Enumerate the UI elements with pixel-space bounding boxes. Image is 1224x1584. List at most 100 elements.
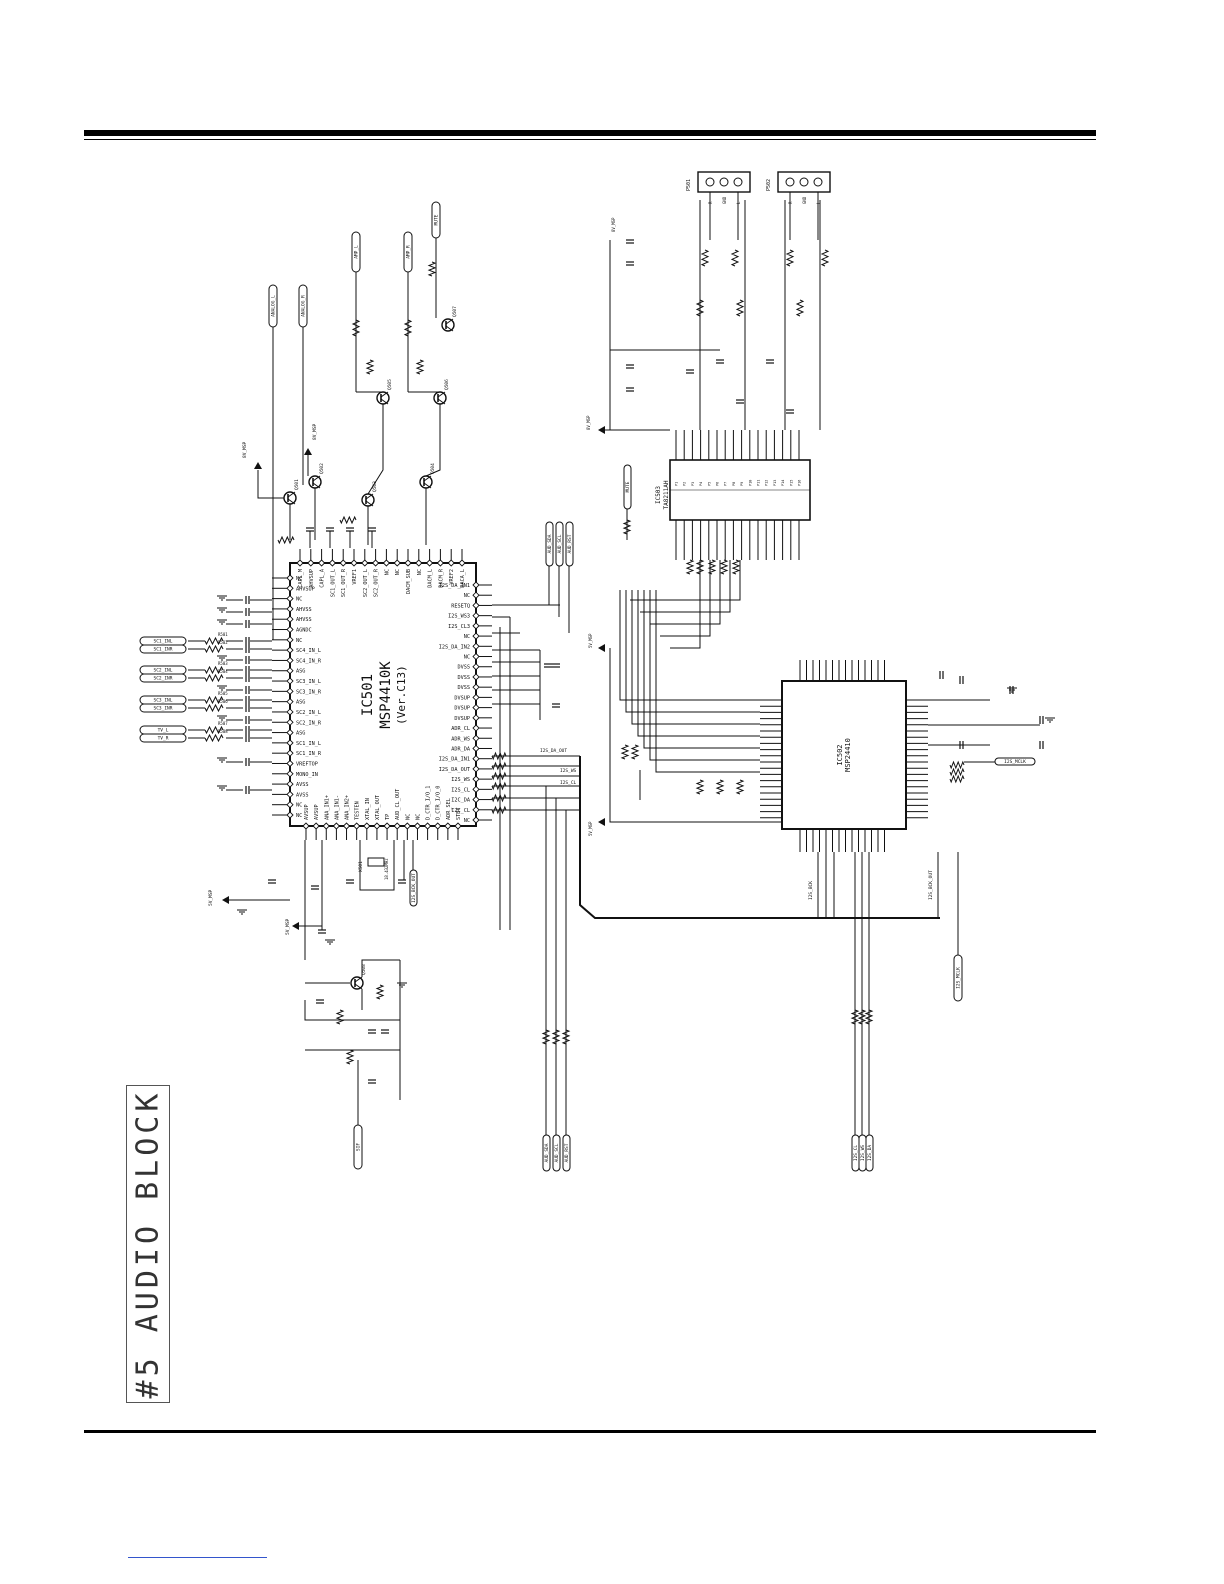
wire xyxy=(361,959,400,977)
pin-marker xyxy=(286,739,294,747)
connector-pin-label: L xyxy=(816,201,821,204)
net-flag-label: I2S_CL xyxy=(853,1145,859,1162)
capacitor xyxy=(245,758,250,766)
pin-marker xyxy=(472,714,480,722)
resistor xyxy=(622,519,632,535)
ic501-right-pin-label: I2S_DA_IN2 xyxy=(439,644,470,650)
capacitor xyxy=(626,364,634,369)
net-flag-outline xyxy=(994,757,1036,766)
ic501-left-pin-label: ASG xyxy=(296,669,305,675)
resistor xyxy=(204,673,224,683)
wire xyxy=(649,590,760,761)
wire xyxy=(640,560,731,613)
transistor-body xyxy=(308,475,322,489)
ic501-bottom-pin-label: AVSUP xyxy=(304,804,310,820)
capacitor xyxy=(1039,741,1044,749)
bus-label: I2S_DA_OUT xyxy=(540,748,567,754)
transistor-ref: Q507 xyxy=(452,306,458,317)
connector-pin-label: R xyxy=(708,201,713,204)
resistor xyxy=(351,319,361,337)
resistor-ref: R508 xyxy=(218,729,228,734)
connector-pin xyxy=(799,177,809,187)
transistor-emitter xyxy=(287,498,296,505)
net-flag-label: SC3_INR xyxy=(154,706,173,712)
capacitor xyxy=(245,666,250,674)
resistor xyxy=(491,805,507,815)
resistor xyxy=(491,793,507,803)
supply-label: 8V_MSP xyxy=(312,423,318,440)
wire xyxy=(609,648,782,823)
capacitor xyxy=(245,608,250,616)
net-flag-outline xyxy=(542,1134,551,1172)
net-flag-bottom-scl xyxy=(552,1134,561,1172)
ic502-ref: IC502 xyxy=(836,744,844,765)
capacitor xyxy=(306,527,314,532)
transistor-collector xyxy=(365,493,374,500)
pin-marker xyxy=(286,770,294,778)
transistor xyxy=(308,475,322,489)
transistor-body xyxy=(283,491,297,505)
top-rule-thin xyxy=(84,139,1096,140)
resistor xyxy=(204,733,224,743)
ic501-bottom-pin-label: XTAL_IN xyxy=(365,798,371,820)
resistor xyxy=(695,559,705,575)
ic501-left-pin-label: NC xyxy=(296,597,302,603)
wire xyxy=(660,560,711,637)
pin-marker xyxy=(413,822,422,830)
supply-label: 8V_MSP xyxy=(242,441,248,458)
transistor-ref: Q508 xyxy=(361,964,367,975)
capacitor xyxy=(318,929,326,934)
capacitor xyxy=(686,369,694,374)
connector-ref: P501 xyxy=(686,179,692,191)
supply-label: 5V_MSP xyxy=(588,821,593,836)
capacitor xyxy=(245,674,250,682)
supply-label: 5V_MSP xyxy=(208,889,214,906)
capacitor xyxy=(368,1079,376,1084)
net-flag-label: SIF xyxy=(356,1143,362,1151)
net-flag-outline xyxy=(409,869,418,907)
pin-marker xyxy=(286,759,294,768)
transistor-body xyxy=(433,391,447,405)
capacitor xyxy=(959,741,964,749)
resistor xyxy=(707,559,717,575)
pin-marker xyxy=(383,822,391,830)
capacitor xyxy=(245,645,250,653)
net-flag-bottom-sda xyxy=(542,1134,551,1172)
wire xyxy=(619,590,760,701)
pin-marker xyxy=(286,698,294,706)
resistor xyxy=(415,359,425,375)
pin-marker xyxy=(302,822,310,830)
transistor xyxy=(376,391,390,405)
resistor xyxy=(365,359,375,375)
ic501-right-pin-label: NC xyxy=(464,593,470,599)
connector-p502 xyxy=(777,171,831,193)
pin-marker xyxy=(458,559,466,567)
net-flag-label: AUD_RST xyxy=(564,1143,570,1162)
transistor-body xyxy=(441,318,455,332)
pin-marker xyxy=(444,822,452,830)
ic501-right-pin-label: I2S_CL3 xyxy=(448,624,470,630)
pin-marker xyxy=(373,822,381,830)
ic501-left-pin-label: ASG xyxy=(296,731,305,737)
ic501-right-pin-label: I2S_DA_OUT xyxy=(439,767,470,773)
ic501-right-pin-label: DVSS xyxy=(458,675,471,681)
pin-marker xyxy=(472,642,480,650)
transistor-ref: Q506 xyxy=(444,379,450,390)
capacitor xyxy=(245,726,250,734)
resistor xyxy=(541,1029,551,1045)
net-flag-label: AUD_SCL xyxy=(554,1143,560,1162)
wire xyxy=(367,404,384,495)
supply-label: 8V_MSP xyxy=(586,415,591,430)
ic501-top-pin-label: SC2_OUT_L xyxy=(363,569,369,597)
transistor-ref: Q501 xyxy=(294,479,300,490)
ic501-right-pin-label: I2C_DA xyxy=(451,798,471,804)
ic501-top-pin-label: SC1_OUT_R xyxy=(341,568,347,597)
ic501-right-pin-label: ADR_WS xyxy=(451,736,470,742)
pin-marker xyxy=(472,591,480,599)
capacitor xyxy=(245,734,250,742)
pin-marker xyxy=(286,811,294,819)
pin-marker xyxy=(472,673,480,681)
net-flag-sif xyxy=(353,1124,363,1170)
net-flag-outline xyxy=(552,1134,561,1172)
